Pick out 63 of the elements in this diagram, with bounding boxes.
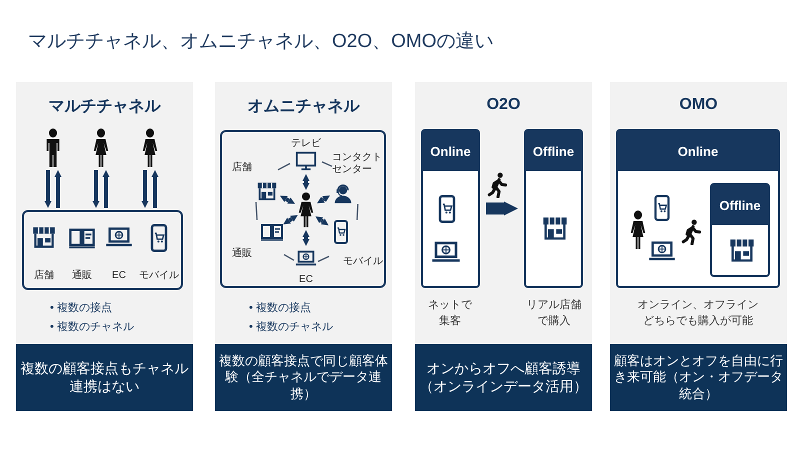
arrow	[280, 196, 296, 204]
channel-frame	[616, 129, 780, 288]
arrow	[302, 230, 310, 246]
channel-label: EC	[112, 270, 126, 282]
summary-banner: 複数の顧客接点で同じ顧客体験（全チャネルでデータ連携）	[215, 344, 392, 411]
arrow	[44, 170, 52, 208]
frame-header: Online	[423, 131, 478, 171]
column-panel	[16, 82, 193, 411]
connector-line	[318, 256, 330, 262]
panel-heading: OMO	[678, 96, 719, 114]
panel-heading: マルチチャネル	[48, 97, 162, 117]
caption-text: オンライン、オフラインどちらでも購入が可能	[636, 298, 760, 329]
connector-line	[255, 202, 258, 220]
channel-label: モバイル	[343, 256, 383, 268]
person-icon	[297, 192, 315, 228]
connector-line	[356, 204, 358, 220]
channel-label: コンタクトセンター	[332, 152, 383, 176]
arrow	[302, 174, 310, 190]
arrow	[152, 170, 158, 208]
summary-banner: 顧客はオンとオフを自由に行き来可能（オン・オフデータ統合）	[610, 344, 787, 411]
channel-frame	[421, 129, 480, 288]
person-icon	[44, 128, 62, 168]
frame-header: Offline	[712, 185, 768, 225]
bullet-item: • 複数のチャネル	[50, 320, 134, 334]
panel-heading: オムニチャネル	[246, 97, 361, 117]
channel-label: 通販	[232, 248, 252, 260]
arrow	[102, 170, 110, 208]
channel-frame	[710, 183, 770, 277]
summary-banner: オンからオフへ顧客誘導（オンラインデータ活用）	[415, 344, 592, 411]
channel-frame	[524, 129, 583, 288]
arrow	[486, 202, 518, 216]
channel-label: モバイル	[139, 270, 179, 282]
arrow	[54, 170, 62, 208]
arrow	[92, 170, 100, 208]
arrow	[283, 215, 298, 224]
channel-group-box	[220, 130, 386, 288]
bullet-item: • 複数の接点	[249, 300, 311, 315]
diagram-title: マルチチャネル、オムニチャネル、O2O、OMOの違い	[28, 30, 494, 54]
column-panel	[215, 82, 392, 411]
column-panel	[415, 82, 592, 411]
arrow	[142, 170, 148, 208]
bullet-item: • 複数のチャネル	[249, 320, 333, 334]
channel-label: 通販	[72, 270, 92, 282]
channel-label: EC	[299, 274, 313, 286]
arrow	[317, 196, 330, 204]
connector-line	[322, 161, 332, 167]
caption-text: リアル店舗で購入	[526, 298, 582, 329]
frame-header: Online	[618, 131, 778, 171]
channel-label: 店舗	[232, 162, 252, 174]
channel-label: 店舗	[34, 270, 54, 282]
channel-label: テレビ	[291, 138, 321, 150]
person-icon	[92, 128, 110, 168]
person-icon	[141, 128, 159, 168]
arrow	[315, 216, 329, 226]
bullet-item: • 複数の接点	[50, 300, 112, 315]
frame-header: Offline	[526, 131, 581, 171]
connector-line	[278, 162, 290, 170]
panel-heading: O2O	[486, 96, 522, 114]
channel-group-box	[22, 210, 183, 290]
summary-banner: 複数の顧客接点もチャネル連携はない	[16, 344, 193, 411]
caption-text: ネットで集客	[427, 298, 474, 329]
connector-line	[284, 254, 294, 261]
column-panel	[610, 82, 787, 411]
